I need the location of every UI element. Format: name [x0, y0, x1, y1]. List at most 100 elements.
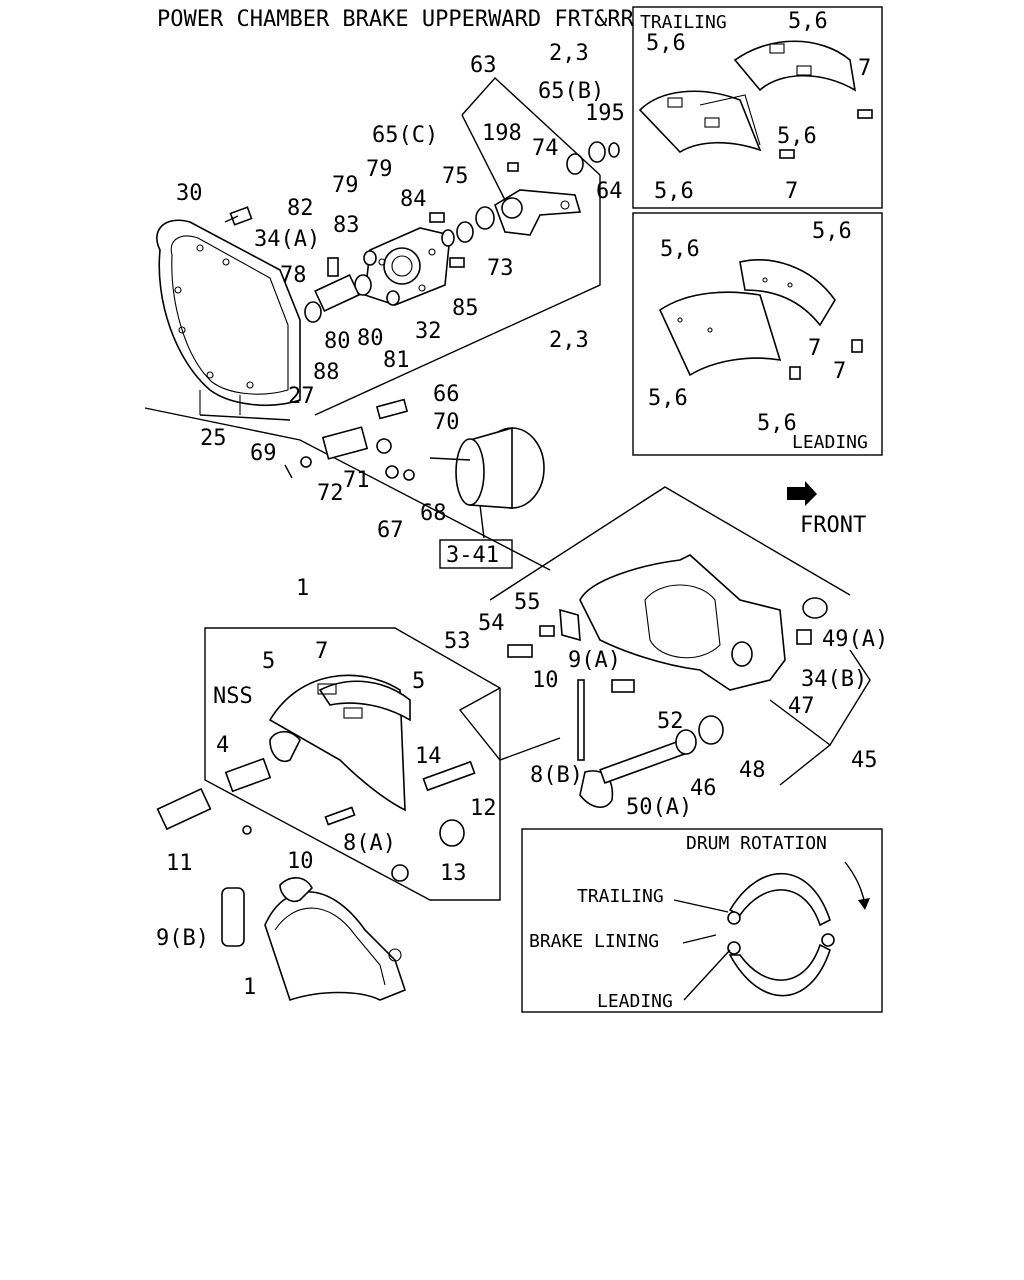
front-indicator: FRONT — [787, 481, 866, 538]
group-45-outline-2 — [829, 649, 871, 746]
part-callout-c36: 5,6 — [788, 9, 828, 34]
part-callout-c19: 32 — [415, 319, 442, 344]
part-callout-c74: 45 — [851, 748, 878, 773]
part-callout-c67: 52 — [657, 709, 684, 734]
part-callout-c14: 82 — [287, 196, 314, 221]
part-callout-c62: 54 — [478, 611, 505, 636]
part-callout-c13: 30 — [176, 181, 203, 206]
trailing-indicator-label: TRAILING — [577, 886, 664, 907]
part-callout-c43: 7 — [808, 336, 821, 361]
leading-panel: LEADING — [632, 212, 883, 456]
part-callout-c68: 46 — [690, 776, 717, 801]
part-callout-c1: 63 — [470, 53, 497, 78]
part-callout-c52: 4 — [216, 733, 229, 758]
part-callout-c60: 1 — [243, 975, 256, 1000]
part-callout-c57: 8(A) — [343, 831, 396, 856]
part-callout-c18: 85 — [452, 296, 479, 321]
part-callout-c28: 69 — [250, 441, 277, 466]
part-callout-c64: 9(A) — [568, 648, 621, 673]
part-callout-c59: 9(B) — [156, 926, 209, 951]
part-callout-c37: 7 — [858, 56, 871, 81]
part-callout-c2: 65(B) — [538, 79, 604, 104]
part-callout-c3: 195 — [585, 101, 625, 126]
part-callout-c7: 65(C) — [372, 123, 438, 148]
upper-group-outline — [144, 77, 601, 571]
part-callout-c33: 2,3 — [549, 41, 589, 66]
part-callout-c53: 14 — [415, 744, 442, 769]
camshaft — [507, 644, 724, 808]
reference-box[interactable]: 3-41 — [446, 543, 499, 568]
slack-adjuster — [494, 189, 582, 236]
part-callout-c24: 27 — [288, 384, 315, 409]
brake-shoe-lower — [221, 877, 406, 1002]
leading-panel-label: LEADING — [792, 432, 868, 453]
part-callout-c22: 81 — [383, 348, 410, 373]
power-chamber — [429, 426, 545, 539]
part-callout-c48: 7 — [315, 639, 328, 664]
reference-box-frame — [439, 539, 513, 569]
cam-bracket-upper — [364, 227, 451, 306]
part-callout-c20: 80 — [324, 329, 351, 354]
part-callout-c47: 1 — [296, 576, 309, 601]
part-callout-c30: 72 — [317, 481, 344, 506]
part-callout-c38: 5,6 — [777, 124, 817, 149]
anchor-bracket-78 — [314, 257, 360, 313]
part-callout-c4: 198 — [482, 121, 522, 146]
part-callout-c70: 48 — [739, 758, 766, 783]
seals-upper — [304, 141, 620, 323]
shoe-assembly-group — [156, 627, 561, 901]
part-callout-c32: 68 — [420, 501, 447, 526]
clevis-69 — [284, 398, 415, 481]
part-callout-c72: 49(A) — [822, 627, 888, 652]
part-callout-c50: 5 — [412, 669, 425, 694]
part-callout-c41: 5,6 — [660, 237, 700, 262]
part-callout-c11: 84 — [400, 187, 427, 212]
leading-indicator-label: LEADING — [597, 991, 673, 1012]
part-callout-c44: 7 — [833, 359, 846, 384]
part-callout-c49: 5 — [262, 649, 275, 674]
trailing-panel: TRAILING — [632, 6, 883, 209]
part-callout-c12: 73 — [487, 256, 514, 281]
part-callout-c8: 79 — [332, 173, 359, 198]
part-callout-c5: 74 — [532, 136, 559, 161]
drum-rotation-label: DRUM ROTATION — [686, 833, 827, 854]
part-callout-c9: 79 — [366, 157, 393, 182]
part-callout-c25: 25 — [200, 426, 227, 451]
part-callout-c69: 50(A) — [626, 795, 692, 820]
part-callout-c26: 66 — [433, 382, 460, 407]
part-callout-c23: 88 — [313, 360, 340, 385]
front-label: FRONT — [800, 513, 866, 538]
part-callout-c55: 11 — [166, 851, 193, 876]
part-callout-c56: 10 — [287, 849, 314, 874]
part-callout-c71: 47 — [788, 694, 815, 719]
plate-55 — [539, 608, 581, 642]
part-callout-c21: 80 — [357, 326, 384, 351]
part-callout-c34: 2,3 — [549, 328, 589, 353]
drum-rotation-box: DRUM ROTATION TRAILING BRAKE LINING LEAD… — [521, 828, 883, 1013]
part-callout-c39: 5,6 — [654, 179, 694, 204]
part-callout-c65: 10 — [532, 668, 559, 693]
part-callout-c27: 70 — [433, 410, 460, 435]
part-callout-c58: 13 — [440, 861, 467, 886]
spider-housing — [489, 486, 851, 691]
part-callout-c15: 83 — [333, 213, 360, 238]
part-callout-c51: NSS — [213, 684, 253, 709]
part-callout-c54: 12 — [470, 796, 497, 821]
diagram-title: POWER CHAMBER BRAKE UPPERWARD FRT&RR — [157, 7, 635, 32]
part-callout-c63: 53 — [444, 629, 471, 654]
backing-plate — [156, 219, 301, 421]
part-callout-c45: 5,6 — [648, 386, 688, 411]
part-callout-c61: 55 — [514, 590, 541, 615]
part-callout-c17: 78 — [280, 263, 307, 288]
brake-lining-label: BRAKE LINING — [529, 931, 659, 952]
part-callout-c29: 71 — [343, 468, 370, 493]
part-callout-c42: 5,6 — [812, 219, 852, 244]
part-callout-c31: 67 — [377, 518, 404, 543]
bolt-30 — [224, 206, 253, 226]
part-callout-c10: 75 — [442, 164, 469, 189]
part-callout-c46: 5,6 — [757, 411, 797, 436]
part-callout-c6: 64 — [596, 179, 623, 204]
part-callout-c66: 8(B) — [530, 763, 583, 788]
